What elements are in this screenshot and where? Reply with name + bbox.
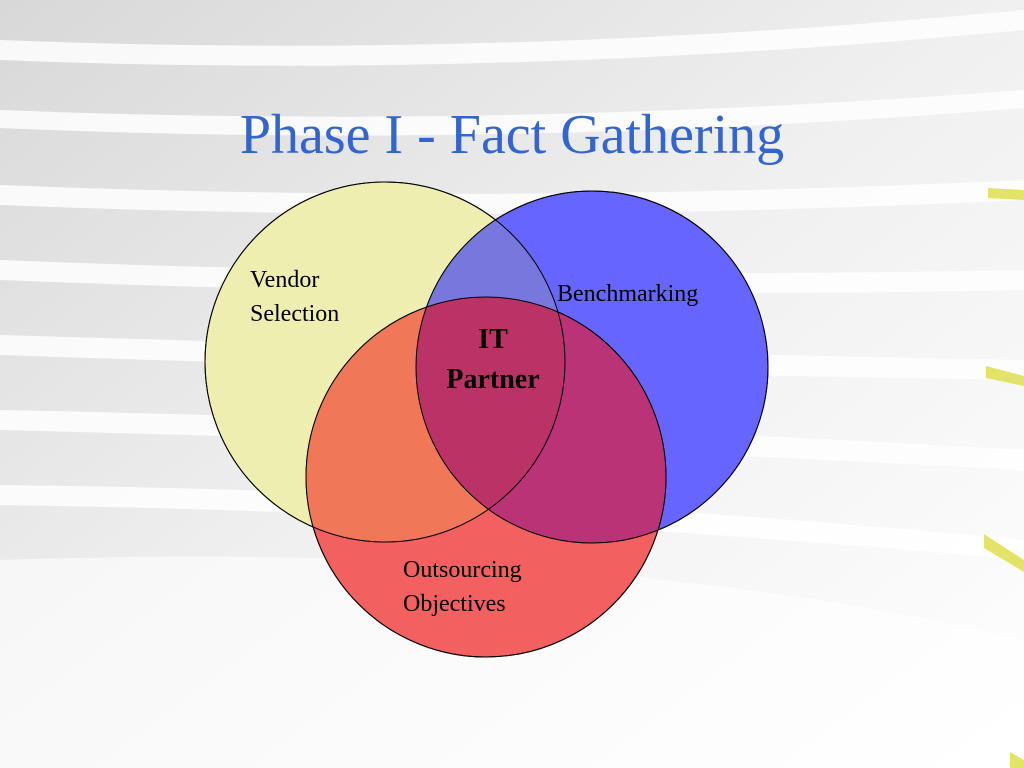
it-partner-label: IT Partner xyxy=(446,324,540,395)
vendor-selection-label: Vendor Selection xyxy=(250,267,340,327)
outsourcing-objectives-label: Outsourcing Objectives xyxy=(403,557,522,617)
slide-title: Phase I - Fact Gathering xyxy=(239,104,785,166)
center-intersection xyxy=(416,297,565,542)
benchmarking-label: Benchmarking xyxy=(557,281,699,307)
accent-bullets xyxy=(984,188,1024,768)
